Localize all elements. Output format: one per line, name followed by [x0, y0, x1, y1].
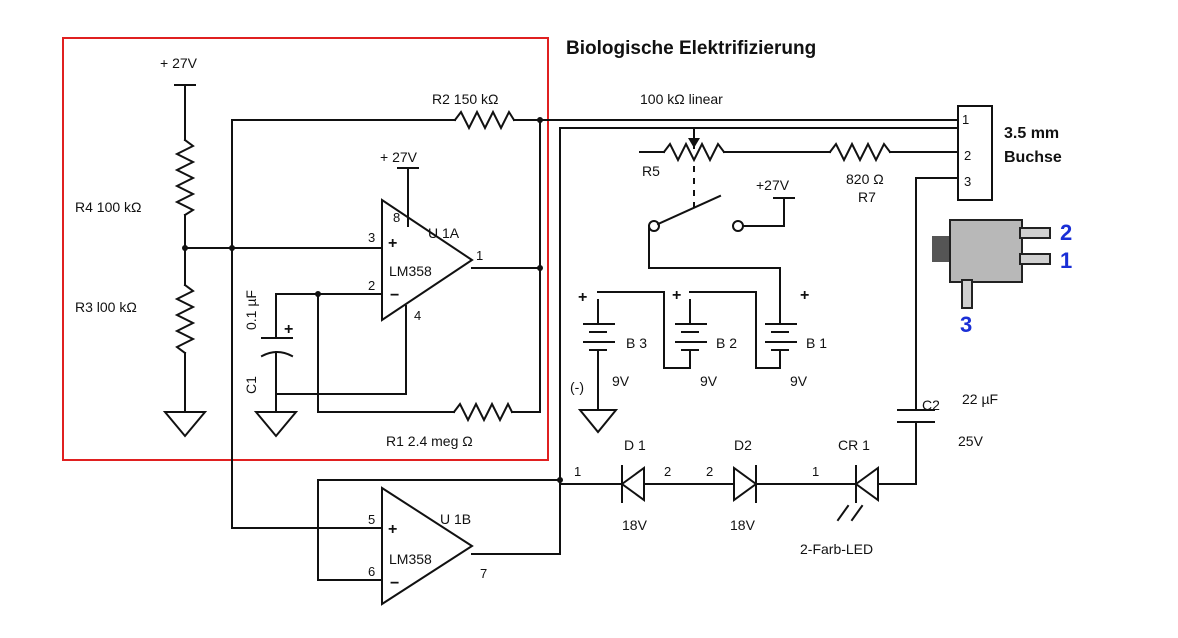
resistor-r4	[174, 138, 196, 217]
jack-pin-2: 2	[964, 148, 971, 163]
label-r1: R1 2.4 meg Ω	[386, 433, 473, 449]
pin-b5: 5	[368, 512, 375, 527]
ground-symbol	[162, 411, 208, 438]
pin-a2: 2	[368, 278, 375, 293]
label-c1-name: C1	[243, 376, 259, 394]
opamp-u1b: + −	[317, 127, 563, 606]
resistor-r3	[174, 283, 196, 355]
label-led: 2-Farb-LED	[800, 541, 873, 557]
label-c2-v: 25V	[958, 433, 984, 449]
label-u1b: U 1B	[440, 511, 471, 527]
pin-a3: 3	[368, 230, 375, 245]
label-b1: B 1	[806, 335, 827, 351]
label-r2: R2 150 kΩ	[432, 91, 499, 107]
label-r7-value: 820 Ω	[846, 171, 884, 187]
diagram-title: Biologische Elektrifizierung	[566, 38, 816, 59]
plug-num-3: 3	[960, 312, 972, 337]
switch	[648, 194, 795, 321]
label-b2-plus: +	[672, 287, 681, 304]
pin-j2a: 2	[664, 464, 671, 479]
svg-text:−: −	[390, 287, 399, 304]
jack-connector	[915, 105, 993, 409]
resistor-r7	[737, 141, 959, 163]
label-r3: R3 l00 kΩ	[75, 299, 137, 315]
label-c2-name: C2	[922, 397, 940, 413]
pin-a8: 8	[393, 210, 400, 225]
label-c1-plus: +	[284, 321, 293, 338]
label-supply-switch: +27V	[756, 177, 790, 193]
label-r7-name: R7	[858, 189, 876, 205]
label-c1-value: 0.1 µF	[243, 290, 259, 330]
label-d2: D2	[734, 437, 752, 453]
pin-j1: 1	[574, 464, 581, 479]
plug-illustration	[932, 219, 1051, 309]
svg-text:−: −	[390, 575, 399, 592]
label-cr1: CR 1	[838, 437, 870, 453]
label-u1a-type: LM358	[389, 263, 432, 279]
plug-num-1: 1	[1060, 248, 1072, 273]
label-r5: R5	[642, 163, 660, 179]
jack-pin-3: 3	[964, 174, 971, 189]
highlight-box	[62, 37, 549, 461]
pin-b7: 7	[480, 566, 487, 581]
label-b1-v: 9V	[790, 373, 808, 389]
label-b2: B 2	[716, 335, 737, 351]
label-b3-plus: +	[578, 289, 587, 306]
diode-chain	[559, 409, 935, 522]
plug-num-2: 2	[1060, 220, 1072, 245]
potentiometer-r5	[559, 127, 959, 208]
label-d2-v: 18V	[730, 517, 756, 533]
jack-label-size: 3.5 mm	[1004, 125, 1059, 142]
label-b2-v: 9V	[700, 373, 718, 389]
resistor-r1	[452, 401, 514, 423]
pin-b6: 6	[368, 564, 375, 579]
pin-a1: 1	[476, 248, 483, 263]
label-supply-top: + 27V	[160, 55, 198, 71]
label-d1-v: 18V	[622, 517, 648, 533]
jack-label-name: Buchse	[1004, 149, 1062, 166]
label-u1b-type: LM358	[389, 551, 432, 567]
pin-j2b: 2	[706, 464, 713, 479]
voltage-divider	[162, 84, 208, 438]
label-r4: R4 100 kΩ	[75, 199, 142, 215]
label-u1a: U 1A	[428, 225, 460, 241]
svg-text:+: +	[388, 235, 397, 252]
label-b1-plus: +	[800, 287, 809, 304]
resistor-r2	[453, 109, 516, 131]
label-b3-v: 9V	[612, 373, 630, 389]
opamp-u1a: + −	[381, 198, 474, 322]
label-minus: (-)	[570, 379, 584, 395]
label-b3: B 3	[626, 335, 647, 351]
label-d1: D 1	[624, 437, 646, 453]
pin-j3: 1	[812, 464, 819, 479]
batteries	[577, 291, 797, 434]
label-c2-value: 22 µF	[962, 391, 998, 407]
label-pot: 100 kΩ linear	[640, 91, 723, 107]
label-supply-opamp: + 27V	[380, 149, 418, 165]
pin-a4: 4	[414, 308, 421, 323]
jack-pin-1: 1	[962, 112, 969, 127]
wires-u1a	[184, 109, 959, 529]
svg-text:+: +	[388, 521, 397, 538]
